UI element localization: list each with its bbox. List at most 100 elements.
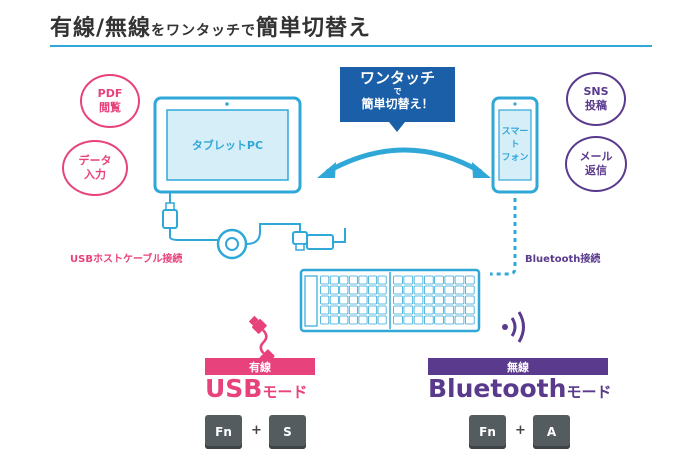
keyboard-key bbox=[358, 285, 368, 295]
keyboard-key bbox=[413, 305, 424, 315]
one-touch-text: ワンタッチ で 簡単切替え！ bbox=[340, 69, 455, 112]
keyboard-key bbox=[413, 295, 424, 305]
keyboard-key bbox=[368, 315, 378, 325]
key-s: S bbox=[269, 415, 306, 449]
keyboard-key bbox=[413, 315, 424, 325]
keyboard-key bbox=[320, 275, 330, 285]
keyboard-key bbox=[423, 285, 434, 295]
keyboard-key bbox=[377, 275, 387, 285]
keyboard-key bbox=[393, 275, 403, 285]
keyboard-key bbox=[320, 285, 330, 295]
keyboard-key bbox=[434, 315, 444, 325]
keyboard-key bbox=[358, 305, 368, 315]
keyboard-key bbox=[454, 315, 465, 325]
keyboard-icon bbox=[299, 268, 481, 333]
keyboard-key bbox=[329, 275, 339, 285]
keyboard-key bbox=[403, 295, 414, 305]
keyboard-key bbox=[444, 315, 455, 325]
keyboard-key bbox=[320, 315, 330, 325]
keyboard-key bbox=[377, 315, 387, 325]
keyboard-key bbox=[348, 275, 358, 285]
keyboard-key bbox=[377, 305, 387, 315]
one-touch-badge bbox=[340, 67, 455, 132]
usb-mode-title: USBモード bbox=[205, 374, 307, 403]
tablet-label: タブレットPC bbox=[191, 139, 264, 152]
keyboard-key bbox=[339, 315, 349, 325]
switch-arrow-icon bbox=[317, 147, 491, 178]
usb-mode-suffix: モード bbox=[262, 383, 308, 401]
keyboard-key bbox=[393, 305, 403, 315]
keyboard-key bbox=[423, 305, 434, 315]
keyboard-key bbox=[423, 275, 434, 285]
one-touch-line2: で bbox=[393, 87, 402, 96]
title-part1: 有線/無線 bbox=[50, 16, 152, 41]
keyboard-key bbox=[358, 295, 368, 305]
keyboard-key bbox=[434, 305, 444, 315]
keyboard-key bbox=[454, 305, 465, 315]
keyboard-key bbox=[339, 305, 349, 315]
keyboard-key bbox=[377, 295, 387, 305]
keyboard-key bbox=[339, 275, 349, 285]
keyboard-key bbox=[403, 315, 414, 325]
wireless-mode-tag: 無線 bbox=[428, 358, 608, 375]
key-fn-wired: Fn bbox=[205, 415, 242, 449]
bluetooth-connection-label: Bluetooth接続 bbox=[525, 254, 601, 265]
keyboard-key bbox=[329, 315, 339, 325]
wireless-signal-icon bbox=[502, 311, 525, 343]
keyboard-key bbox=[434, 295, 444, 305]
keyboard-key bbox=[464, 275, 475, 285]
keyboard-key bbox=[348, 315, 358, 325]
usb-mode-name: USB bbox=[205, 374, 263, 403]
keyboard-key bbox=[358, 315, 368, 325]
smartphone-label: スマート フォン bbox=[501, 126, 529, 163]
keyboard-key bbox=[454, 295, 465, 305]
bubble-data-entry: データ 入力 bbox=[62, 140, 128, 196]
keyboard-key bbox=[403, 285, 414, 295]
keyboard-key bbox=[339, 285, 349, 295]
keyboard-key bbox=[413, 285, 424, 295]
keyboard-key bbox=[444, 285, 455, 295]
bubble-pdf: PDF 閲覧 bbox=[80, 74, 140, 128]
keyboard-key bbox=[329, 305, 339, 315]
plus-wired: + bbox=[251, 423, 262, 438]
keyboard-key bbox=[423, 295, 434, 305]
keyboard-key bbox=[403, 275, 414, 285]
keyboard-key bbox=[444, 295, 455, 305]
keyboard-key bbox=[403, 305, 414, 315]
keyboard-key bbox=[377, 285, 387, 295]
one-touch-line3: 簡単切替え！ bbox=[361, 97, 434, 111]
bluetooth-mode-name: Bluetooth bbox=[428, 374, 567, 403]
keyboard-key bbox=[329, 285, 339, 295]
keyboard-key bbox=[434, 285, 444, 295]
keyboard-key bbox=[348, 305, 358, 315]
page-title: 有線/無線をワンタッチで簡単切替え bbox=[50, 10, 371, 42]
key-fn-wireless: Fn bbox=[469, 415, 506, 449]
title-part3: 簡単切替え bbox=[256, 16, 372, 41]
keyboard-key bbox=[393, 315, 403, 325]
keyboard-key bbox=[348, 285, 358, 295]
keyboard-key bbox=[464, 315, 475, 325]
keyboard-key bbox=[413, 275, 424, 285]
one-touch-line1: ワンタッチ bbox=[359, 69, 435, 87]
bluetooth-link-line bbox=[490, 198, 517, 276]
keyboard-key bbox=[339, 295, 349, 305]
keyboard-key bbox=[320, 305, 330, 315]
smartphone-icon bbox=[491, 96, 539, 194]
keyboard-key bbox=[393, 295, 403, 305]
key-a: A bbox=[533, 415, 570, 449]
bubble-mail: メール 返信 bbox=[565, 136, 627, 192]
keyboard-key bbox=[368, 305, 378, 315]
keyboard-key bbox=[444, 275, 455, 285]
keyboard-key bbox=[329, 295, 339, 305]
wired-mode-tag: 有線 bbox=[205, 358, 315, 375]
plus-wireless: + bbox=[515, 423, 526, 438]
keyboard-key bbox=[348, 295, 358, 305]
keyboard-key bbox=[320, 295, 330, 305]
usb-cable-icon bbox=[162, 192, 346, 260]
keyboard-key bbox=[464, 285, 475, 295]
title-part2: をワンタッチで bbox=[151, 23, 257, 39]
keyboard-key bbox=[358, 275, 368, 285]
keyboard-key bbox=[368, 285, 378, 295]
bubble-sns: SNS 投稿 bbox=[566, 72, 626, 126]
